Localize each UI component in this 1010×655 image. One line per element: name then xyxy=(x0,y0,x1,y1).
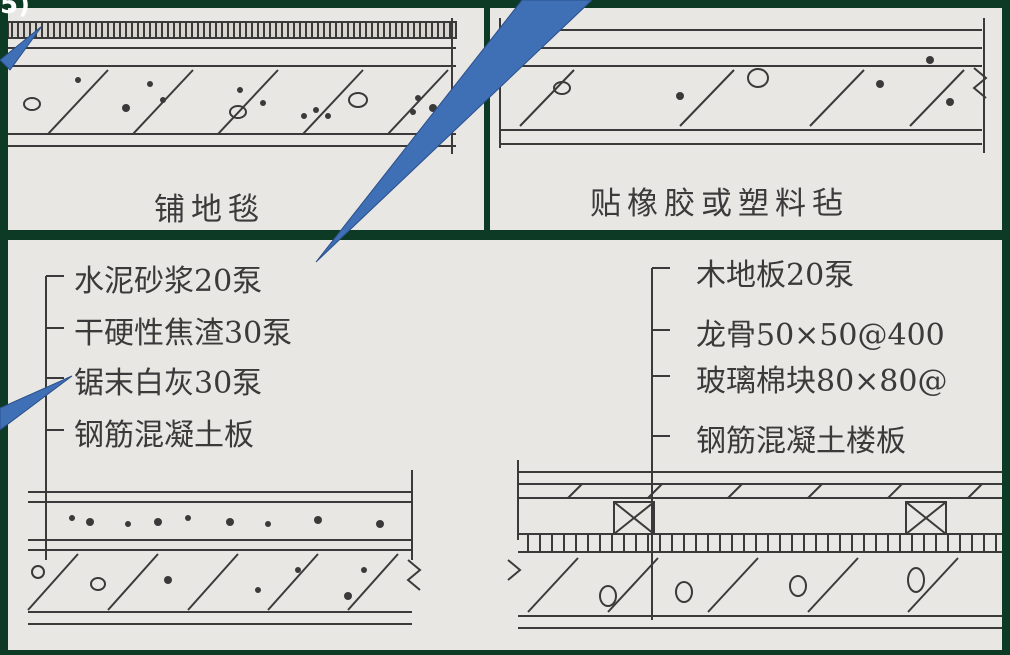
left-layer-label-3: 锯末白灰30泵 xyxy=(74,366,263,401)
floor-section-lines xyxy=(499,18,988,153)
left-layer-label-1: 水泥砂浆20泵 xyxy=(74,264,263,299)
right-floor-section xyxy=(507,460,1002,629)
left-leader-bracket xyxy=(31,275,64,579)
caption-carpet-floor: 铺地毯 xyxy=(154,192,265,228)
right-layer-label-4: 钢筋混凝土楼板 xyxy=(696,424,906,459)
right-leader-bracket xyxy=(651,267,670,620)
right-layer-label-1: 木地板20泵 xyxy=(696,258,855,293)
glass-wool-hatch xyxy=(527,534,997,552)
panel-layered-floors: 水泥砂浆20泵 干硬性焦渣30泵 锯末白灰30泵 钢筋混凝土板 木地板20泵 龙… xyxy=(8,240,1002,650)
right-layer-label-3: 玻璃棉块80×80@ xyxy=(696,364,948,399)
left-cinder-aggregate xyxy=(69,515,384,600)
corner-mark: 5) xyxy=(0,0,30,20)
panel-carpet-floor: 铺地毯 xyxy=(8,8,484,230)
caption-rubber-plastic-floor: 贴橡胶或塑料毡 xyxy=(590,186,849,222)
right-layer-label-2: 龙骨50×50@400 xyxy=(696,318,945,353)
concrete-aggregate xyxy=(553,56,954,106)
left-layer-label-4: 钢筋混凝土板 xyxy=(74,418,254,453)
concrete-aggregate xyxy=(23,77,437,119)
right-concrete-aggregate xyxy=(599,567,925,607)
left-layer-label-2: 干硬性焦渣30泵 xyxy=(74,316,293,351)
left-floor-section xyxy=(27,470,422,625)
carpet-layer xyxy=(8,21,457,39)
panel-rubber-plastic-floor: 贴橡胶或塑料毡 xyxy=(490,8,1002,230)
